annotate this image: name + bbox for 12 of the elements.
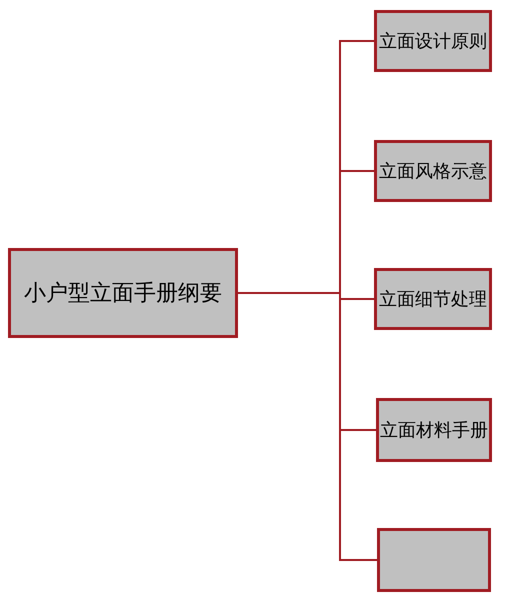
topic-box bbox=[374, 140, 492, 202]
topic-text: 立面材料手册 bbox=[380, 418, 488, 442]
topic-box bbox=[376, 398, 492, 462]
topic-text: 立面风格示意 bbox=[379, 160, 487, 184]
empty-box bbox=[377, 528, 491, 592]
topic-box bbox=[8, 248, 238, 338]
topic-text: 立面设计原则 bbox=[379, 30, 487, 54]
connector-line bbox=[238, 292, 377, 561]
topic-text: 立面细节处理 bbox=[379, 288, 487, 312]
topic-box bbox=[374, 268, 492, 330]
topic-text: 小户型立面手册纲要 bbox=[24, 280, 222, 308]
topic-box bbox=[374, 10, 492, 72]
